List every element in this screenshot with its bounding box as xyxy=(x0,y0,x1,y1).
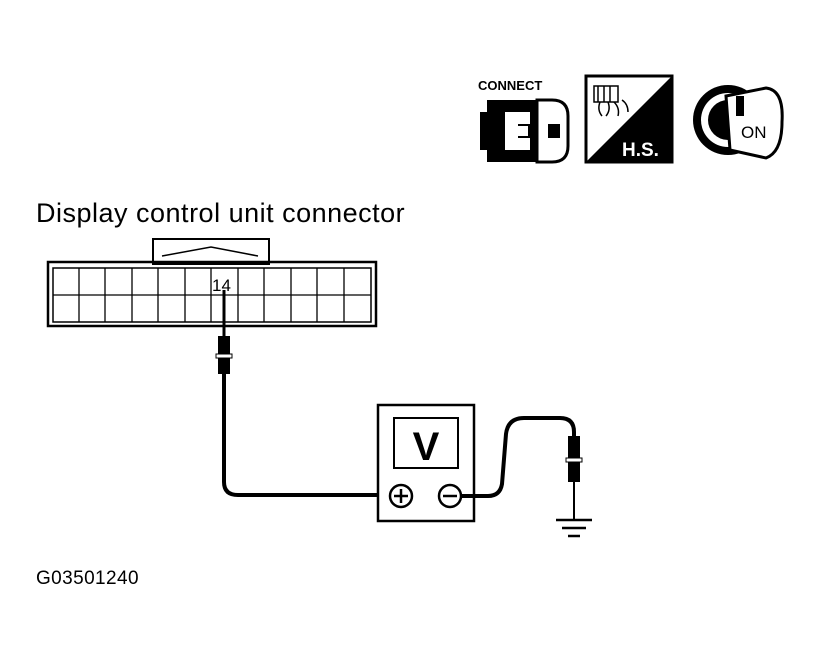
negative-probe xyxy=(461,416,583,520)
voltmeter: V xyxy=(376,403,476,523)
pin-14-label: 14 xyxy=(212,276,231,295)
positive-probe xyxy=(215,290,386,497)
plus-terminal-icon xyxy=(388,483,414,509)
harness-side-icon: H.S. xyxy=(584,74,674,164)
ignition-key-on-icon: ON xyxy=(693,85,784,160)
connect-label: CONNECT xyxy=(478,78,542,93)
hs-label: H.S. xyxy=(622,140,659,161)
connector-pin-grid xyxy=(53,268,371,322)
minus-terminal-icon xyxy=(437,483,463,509)
voltmeter-display: V xyxy=(413,425,440,469)
reference-code: G03501240 xyxy=(36,568,139,589)
display-control-unit-connector xyxy=(46,238,378,328)
on-label: ON xyxy=(741,123,767,142)
diagram-title: Display control unit connector xyxy=(36,198,405,228)
connect-icon: CONNECT xyxy=(478,78,570,164)
ground-symbol-icon xyxy=(556,518,592,538)
